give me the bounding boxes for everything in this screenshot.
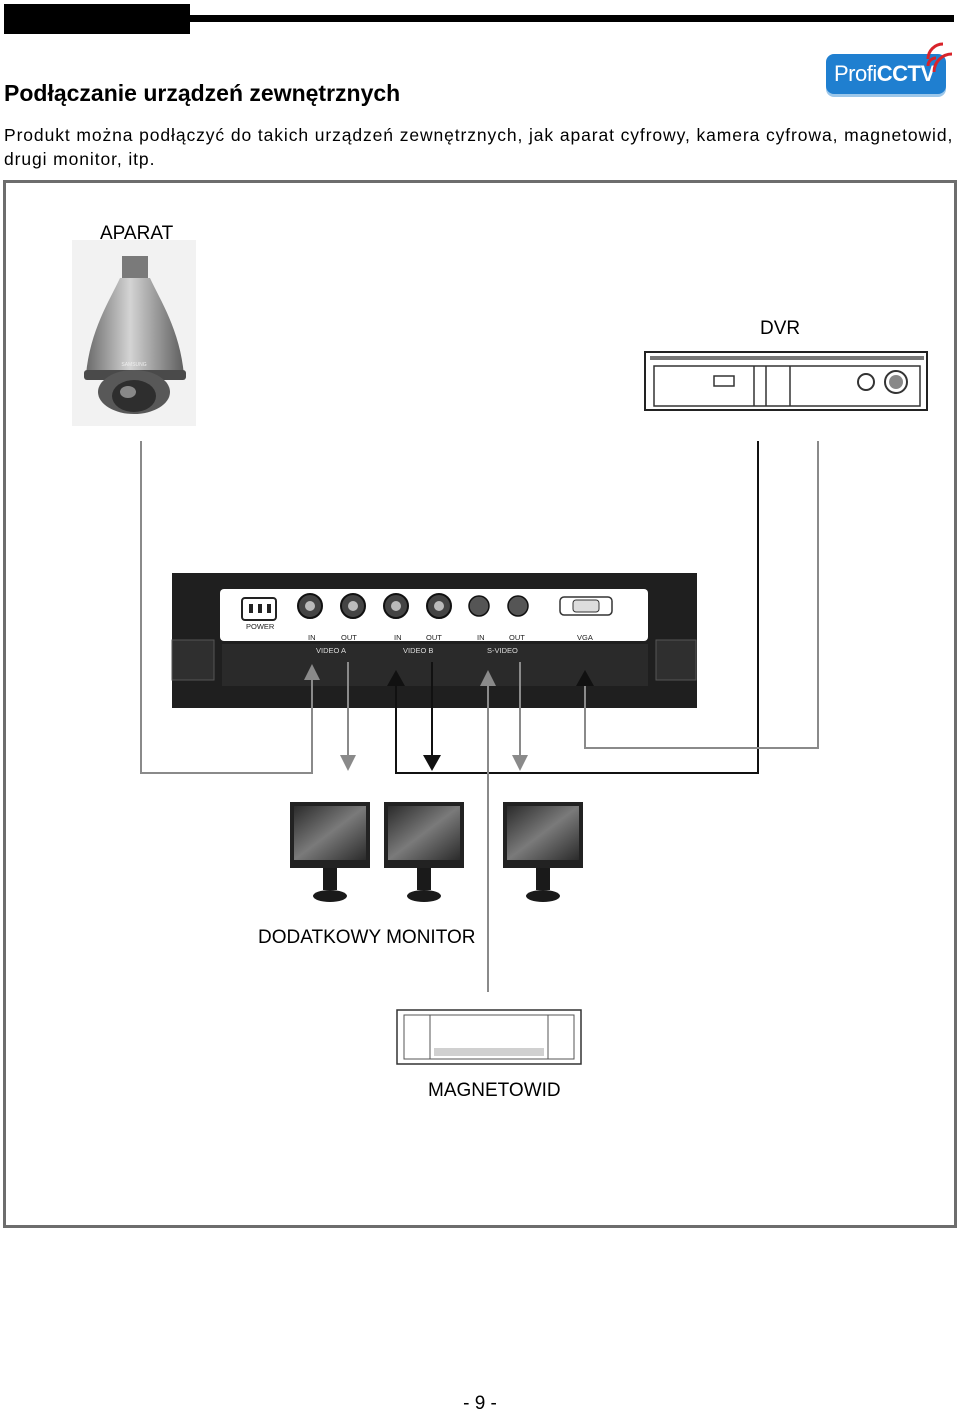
camera-label: APARAT [100, 223, 174, 244]
logo-text: ProfiCCTV [834, 61, 935, 86]
intro-paragraph: Produkt można podłączyć do takich urządz… [4, 125, 954, 169]
signal-waves-icon [926, 42, 953, 73]
dvr-label: DVR [760, 318, 801, 339]
logo-badge [826, 54, 946, 94]
header-rule [190, 15, 954, 22]
proficctv-logo: ProfiCCTV [826, 40, 956, 102]
page-number: - 9 - [463, 1393, 497, 1414]
section-title: Podłączanie urządzeń zewnętrznych [4, 80, 401, 106]
diagram-frame [3, 180, 957, 1228]
vcr-label: MAGNETOWID [428, 1080, 561, 1101]
header-bar-block [4, 4, 190, 34]
monitors-label: DODATKOWY MONITOR [258, 927, 476, 948]
